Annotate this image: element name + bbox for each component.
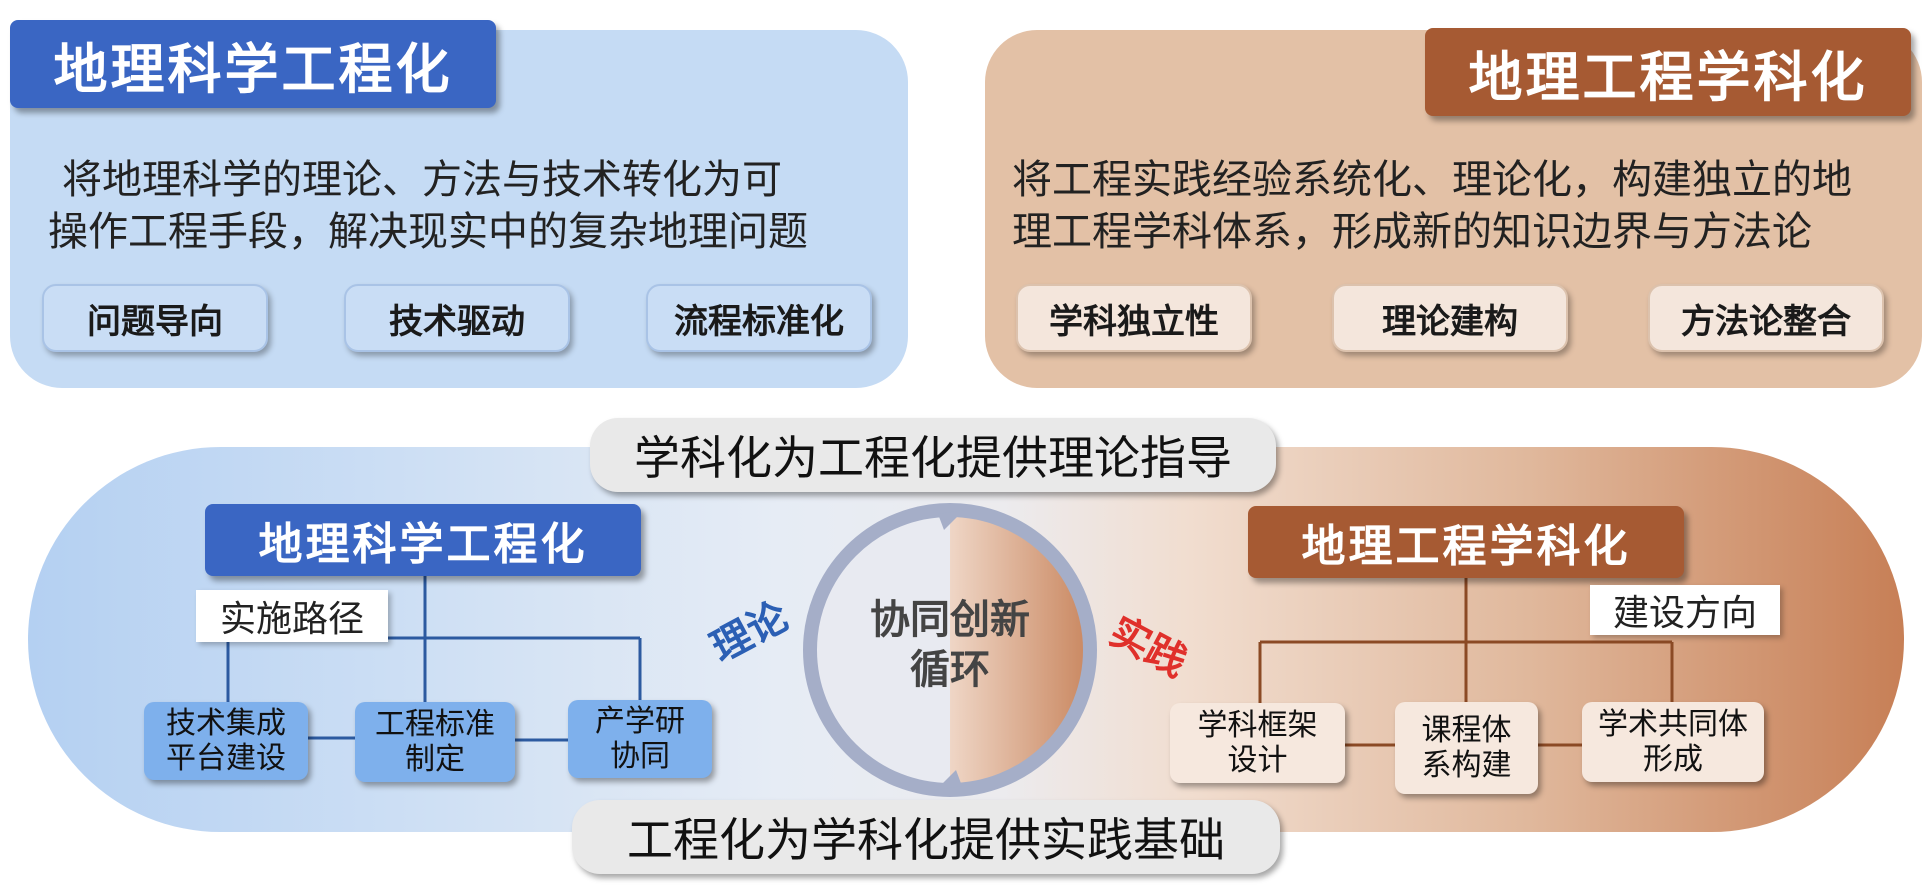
pill-problem-oriented: 问题导向 — [42, 284, 268, 352]
top-right-description-line1: 将工程实践经验系统化、理论化，构建独立的地 — [1012, 157, 1852, 203]
pill-methodology-integration: 方法论整合 — [1648, 284, 1884, 352]
node-curriculum-system-text: 课程体 系构建 — [1421, 713, 1512, 783]
cycle-core — [810, 510, 1090, 790]
pill-theory-construction: 理论建构 — [1332, 284, 1568, 352]
node-academic-community: 学术共同体 形成 — [1582, 702, 1764, 782]
node-tech-integration-platform: 技术集成 平台建设 — [144, 702, 308, 780]
cycle-center-label: 协同创新 循环 — [850, 590, 1050, 700]
node-academic-community-text: 学术共同体 形成 — [1598, 707, 1748, 777]
top-left-title: 地理科学工程化 — [10, 20, 496, 108]
node-tech-integration-platform-text: 技术集成 平台建设 — [166, 706, 286, 776]
node-engineering-standards: 工程标准 制定 — [355, 702, 515, 782]
bottom-left-title: 地理科学工程化 — [205, 504, 641, 576]
node-engineering-standards-text: 工程标准 制定 — [375, 707, 495, 777]
pill-discipline-independence: 学科独立性 — [1016, 284, 1252, 352]
top-right-title: 地理工程学科化 — [1425, 28, 1911, 116]
node-industry-academia-collaboration-text: 产学研 协同 — [595, 704, 685, 774]
arrow-head-top — [938, 510, 964, 530]
top-left-description-line1: 将地理科学的理论、方法与技术转化为可 — [62, 157, 782, 203]
cycle-center-text: 协同创新 循环 — [870, 597, 1030, 693]
banner-theory-guidance: 学科化为工程化提供理论指导 — [590, 418, 1276, 492]
node-industry-academia-collaboration: 产学研 协同 — [568, 700, 712, 778]
banner-practice-foundation: 工程化为学科化提供实践基础 — [572, 800, 1280, 874]
bottom-right-title: 地理工程学科化 — [1248, 506, 1684, 578]
implementation-path-label: 实施路径 — [196, 590, 388, 642]
node-discipline-framework: 学科框架 设计 — [1170, 703, 1345, 783]
pill-process-standardization: 流程标准化 — [646, 284, 872, 352]
arrow-head-bottom — [936, 770, 962, 790]
construction-direction-label: 建设方向 — [1590, 585, 1780, 635]
node-discipline-framework-text: 学科框架 设计 — [1197, 708, 1318, 778]
pill-technology-driven: 技术驱动 — [344, 284, 570, 352]
node-curriculum-system: 课程体 系构建 — [1395, 702, 1538, 794]
top-left-description-line2: 操作工程手段，解决现实中的复杂地理问题 — [48, 209, 808, 255]
top-right-description-line2: 理工程学科体系，形成新的知识边界与方法论 — [1012, 209, 1812, 255]
